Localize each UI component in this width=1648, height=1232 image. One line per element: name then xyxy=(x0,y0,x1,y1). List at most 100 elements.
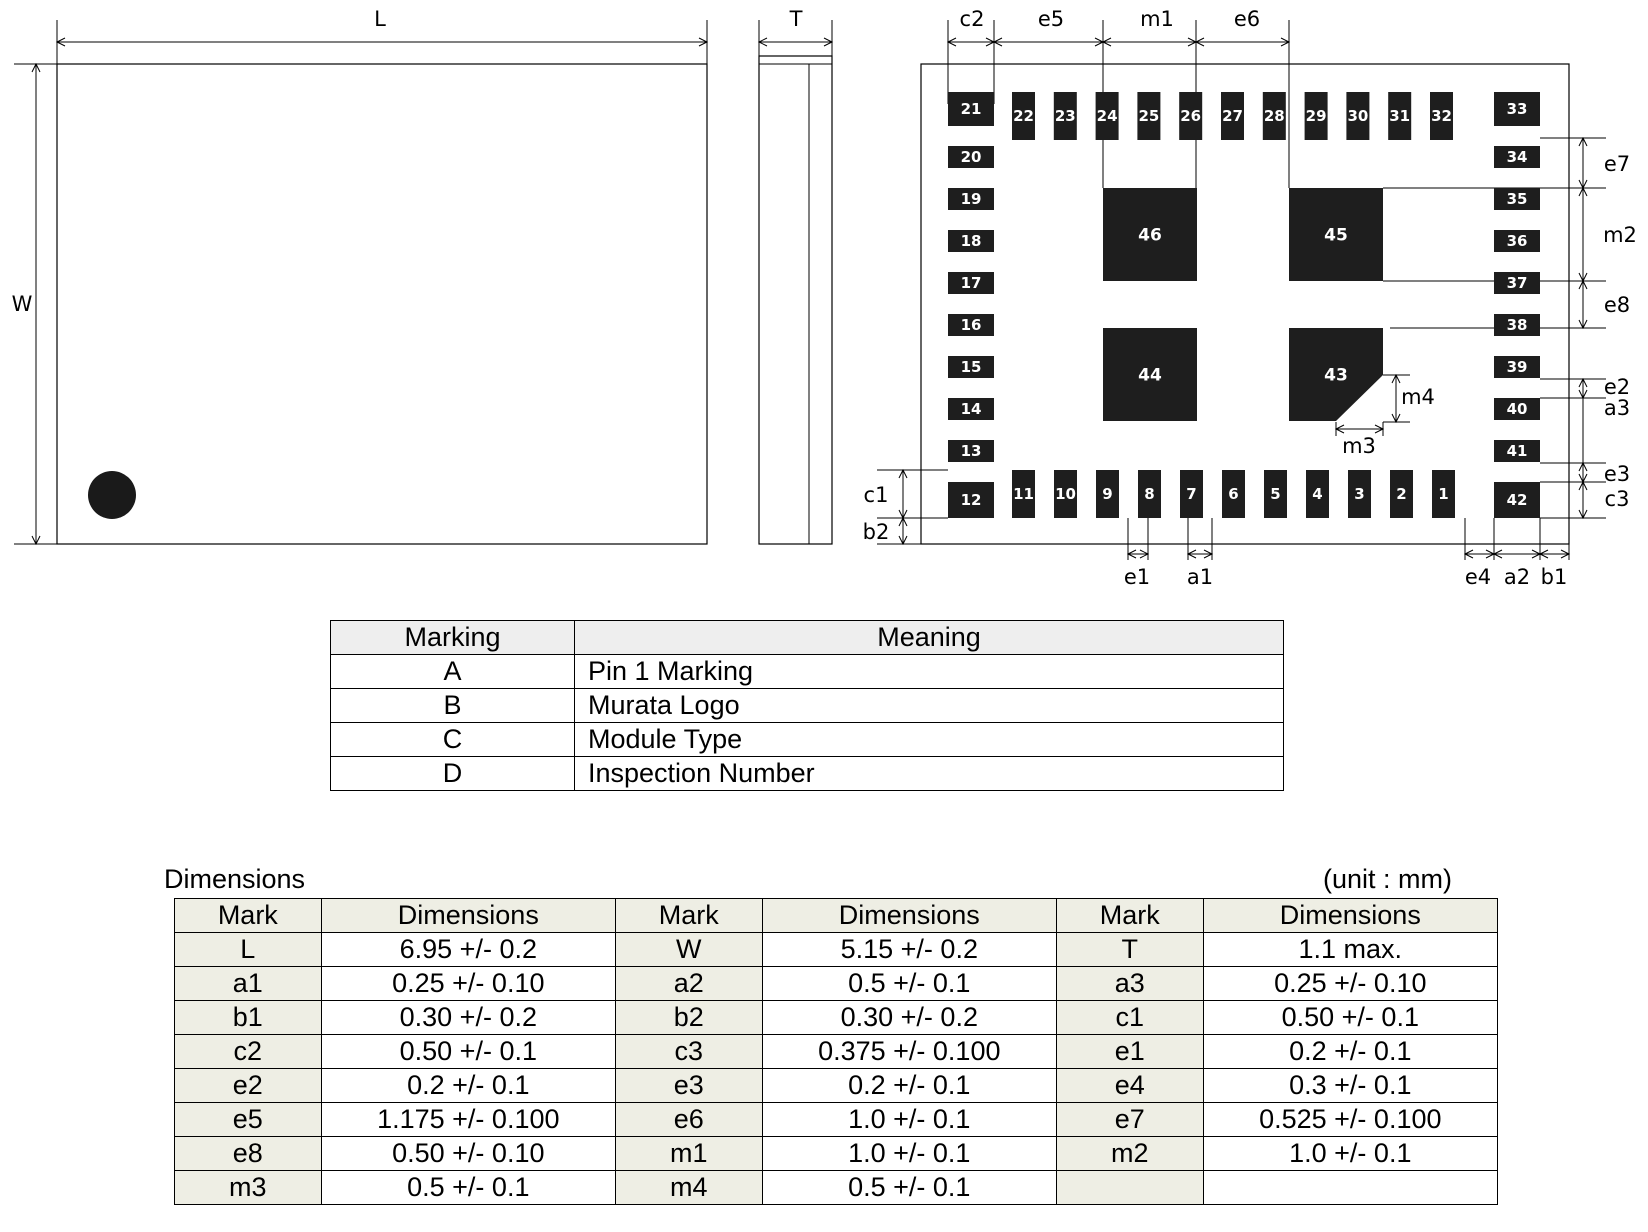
pin-pad-33: 33 xyxy=(1494,92,1540,126)
top-view xyxy=(14,20,709,546)
dimension-label-e6: e6 xyxy=(1234,7,1260,31)
pad-shape xyxy=(1390,470,1413,518)
pad-shape xyxy=(948,92,994,126)
dimensions-header-cell: Mark xyxy=(174,898,322,933)
pad-shape xyxy=(1430,92,1453,140)
dimension-value: 0.30 +/- 0.2 xyxy=(320,1000,616,1035)
pin-pad-24: 24 xyxy=(1095,92,1119,140)
pin-pad-12: 12 xyxy=(948,482,994,518)
pin-number: 2 xyxy=(1396,485,1406,503)
pin-pad-29: 29 xyxy=(1304,92,1328,140)
marking-table: Marking Meaning A Pin 1 Marking B Murata… xyxy=(330,620,1284,791)
pin-pad-21: 21 xyxy=(948,92,994,126)
pin-pad-45: 45 xyxy=(1289,188,1383,281)
pad-shape xyxy=(1304,92,1328,140)
marking-header-cell: Marking xyxy=(330,620,575,655)
pad-shape xyxy=(1103,188,1197,281)
pin-number: 28 xyxy=(1264,107,1285,125)
pad-shape xyxy=(1306,470,1329,518)
pin-number: 1 xyxy=(1438,485,1448,503)
pad-shape xyxy=(1494,272,1540,294)
dimensions-header-cell: Dimensions xyxy=(761,898,1057,933)
dimension-mark: m2 xyxy=(1055,1136,1204,1171)
dimension-value: 1.1 max. xyxy=(1202,932,1499,967)
pin-number: 35 xyxy=(1507,190,1528,208)
dimension-mark: e3 xyxy=(614,1068,763,1103)
dimension-mark: c2 xyxy=(174,1034,322,1069)
pin-number: 23 xyxy=(1055,107,1076,125)
pin-pad-26: 26 xyxy=(1179,92,1203,140)
pin-number: 5 xyxy=(1270,485,1280,503)
pin-pad-37: 37 xyxy=(1494,272,1540,294)
dimension-label-T: T xyxy=(789,7,803,31)
dimension-label-m4: m4 xyxy=(1401,385,1435,409)
side-view xyxy=(757,20,834,545)
pad-view-outline xyxy=(920,63,1570,545)
pin-number: 34 xyxy=(1507,148,1528,166)
pad-shape xyxy=(1432,470,1455,518)
pin-number: 46 xyxy=(1138,226,1162,246)
pin-number: 20 xyxy=(961,148,982,166)
dimension-label-e2: e2 xyxy=(1604,375,1630,399)
pin-pad-4: 4 xyxy=(1306,470,1329,518)
pad-shape xyxy=(1494,356,1540,378)
dimension-value: 0.5 +/- 0.1 xyxy=(761,1170,1057,1205)
marking-code: D xyxy=(330,756,575,791)
pad-shape xyxy=(948,356,994,378)
pad-shape xyxy=(948,440,994,462)
pin-number: 42 xyxy=(1507,491,1528,509)
pin-pad-42: 42 xyxy=(1494,482,1540,518)
pin-number: 12 xyxy=(961,491,982,509)
pin-number: 7 xyxy=(1186,485,1196,503)
dimension-value: 0.2 +/- 0.1 xyxy=(320,1068,616,1103)
pin-pad-10: 10 xyxy=(1054,470,1077,518)
dimension-mark: e2 xyxy=(174,1068,322,1103)
dimension-value: 0.2 +/- 0.1 xyxy=(1202,1034,1499,1069)
pin-pad-39: 39 xyxy=(1494,356,1540,378)
pin-pad-32: 32 xyxy=(1430,92,1453,140)
pin-pad-3: 3 xyxy=(1348,470,1371,518)
table-row: C Module Type xyxy=(330,722,1284,757)
dimension-mark: b2 xyxy=(614,1000,763,1035)
dimensions-unit: (unit : mm) xyxy=(1323,864,1453,894)
pad-shape xyxy=(1264,470,1287,518)
pad-shape xyxy=(1138,470,1161,518)
pin-number: 25 xyxy=(1138,107,1159,125)
dimension-value: 0.50 +/- 0.1 xyxy=(1202,1000,1499,1035)
dimensions-header-cell: Dimensions xyxy=(1202,898,1499,933)
pad-shape xyxy=(1053,92,1077,140)
dimension-mark: e4 xyxy=(1055,1068,1204,1103)
pin-number: 22 xyxy=(1013,107,1034,125)
pin-number: 41 xyxy=(1507,442,1528,460)
dimension-label-e3: e3 xyxy=(1604,462,1630,486)
pin-pad-18: 18 xyxy=(948,230,994,252)
dimension-label-e1: e1 xyxy=(1124,565,1150,589)
pin-pad-5: 5 xyxy=(1264,470,1287,518)
dimension-mark: W xyxy=(614,932,763,967)
pad-shape xyxy=(1346,92,1370,140)
dimensions-table: Mark Dimensions Mark Dimensions Mark Dim… xyxy=(174,898,1499,1205)
pad-shape xyxy=(1012,92,1035,140)
pin-number: 45 xyxy=(1324,226,1348,246)
dimension-value: 0.5 +/- 0.1 xyxy=(761,966,1057,1001)
pad-shape xyxy=(1348,470,1371,518)
pad-shape xyxy=(1054,470,1077,518)
dimension-mark: e1 xyxy=(1055,1034,1204,1069)
marking-code: C xyxy=(330,722,575,757)
pin-number: 21 xyxy=(961,100,982,118)
pin-number: 16 xyxy=(961,316,982,334)
dimension-mark: L xyxy=(174,932,322,967)
marking-header-row: Marking Meaning xyxy=(330,620,1284,655)
dimension-label-a3: a3 xyxy=(1604,396,1630,420)
dimension-label-c2: c2 xyxy=(960,7,985,31)
dimensions-header-cell: Dimensions xyxy=(320,898,616,933)
pin-number: 43 xyxy=(1324,366,1348,386)
pin-pad-13: 13 xyxy=(948,440,994,462)
pin-number: 4 xyxy=(1312,485,1322,503)
